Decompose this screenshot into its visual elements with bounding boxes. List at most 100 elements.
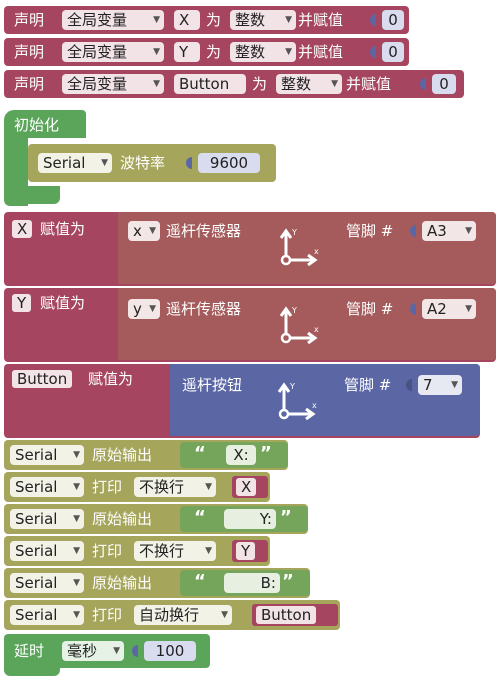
- joystick-icon: Y x: [279, 306, 319, 344]
- var-button-pill[interactable]: Button: [8, 368, 86, 390]
- quote-open-icon: “: [194, 571, 206, 592]
- delay-input[interactable]: 100: [144, 641, 196, 661]
- assign-label: 并赋值: [298, 43, 344, 61]
- text-block[interactable]: “ Y: ”: [180, 506, 308, 532]
- sensor-label: 遥杆传感器: [166, 300, 242, 318]
- var-y-pill[interactable]: Y: [8, 292, 38, 314]
- scope-dropdown[interactable]: 全局变量▼: [62, 42, 164, 62]
- pin-dropdown[interactable]: 7▼: [418, 375, 462, 395]
- newline-mode-dropdown[interactable]: 不换行▼: [134, 477, 216, 497]
- joy-y-label: Y: [289, 382, 295, 391]
- delay-block[interactable]: 延时 毫秒▼ 100: [4, 634, 210, 668]
- text-input[interactable]: X:: [226, 445, 256, 465]
- type-dropdown[interactable]: 整数▼: [276, 74, 342, 94]
- chevron-down-icon: ▼: [73, 450, 80, 460]
- var-x-pill[interactable]: X: [8, 218, 38, 240]
- value-input[interactable]: 0: [382, 10, 404, 30]
- pin-dropdown[interactable]: A3▼: [422, 221, 476, 241]
- serial-begin-block[interactable]: Serial▼ 波特率 9600: [28, 144, 276, 182]
- chevron-down-icon: ▼: [153, 15, 160, 25]
- serial-raw-block[interactable]: Serial▼ 原始输出 “ X: ”: [4, 440, 288, 470]
- value-input[interactable]: 0: [382, 42, 404, 62]
- delay-block-foot: [4, 664, 60, 676]
- input-notch: [186, 157, 192, 169]
- text-input[interactable]: B:: [224, 573, 280, 593]
- serial-print-block[interactable]: Serial▼ 打印 自动换行▼ Button: [4, 600, 340, 630]
- action-label: 打印: [92, 606, 123, 624]
- baud-input[interactable]: 9600: [198, 153, 260, 173]
- text-input[interactable]: Y:: [224, 509, 276, 529]
- action-label: 原始输出: [92, 574, 153, 592]
- chevron-down-icon: ▼: [451, 380, 458, 390]
- declare-block-button[interactable]: 声明 全局变量▼ Button 为 整数▼ 并赋值 0: [4, 70, 464, 98]
- scope-dropdown[interactable]: 全局变量▼: [62, 10, 164, 30]
- serial-port-dropdown[interactable]: Serial▼: [10, 445, 84, 465]
- delay-unit-dropdown[interactable]: 毫秒▼: [62, 641, 124, 661]
- declare-block-x[interactable]: 声明 全局变量▼ X 为 整数▼ 并赋值 0: [4, 6, 409, 34]
- as-label: 为: [206, 43, 222, 61]
- init-block[interactable]: 初始化: [4, 110, 86, 138]
- var-x-pill[interactable]: X: [232, 476, 268, 498]
- serial-port-dropdown[interactable]: Serial▼: [10, 605, 84, 625]
- value-input[interactable]: 0: [432, 74, 456, 94]
- joy-y-label: Y: [291, 306, 297, 315]
- type-dropdown[interactable]: 整数▼: [230, 10, 296, 30]
- quote-open-icon: “: [194, 507, 206, 528]
- chevron-down-icon: ▼: [331, 79, 338, 89]
- var-name-field[interactable]: X: [174, 10, 200, 30]
- var-button-pill[interactable]: Button: [252, 604, 338, 626]
- input-notch: [410, 225, 416, 237]
- joystick-icon: Y x: [279, 228, 319, 266]
- input-notch: [420, 78, 426, 90]
- as-label: 为: [206, 11, 222, 29]
- input-notch: [406, 379, 412, 391]
- action-label: 原始输出: [92, 446, 153, 464]
- quote-close-icon: ”: [282, 571, 294, 592]
- serial-raw-block[interactable]: Serial▼ 原始输出 “ B: ”: [4, 568, 310, 598]
- axis-dropdown[interactable]: x▼: [128, 221, 160, 241]
- declare-label: 声明: [14, 75, 45, 93]
- delay-label: 延时: [14, 642, 45, 660]
- serial-port-dropdown[interactable]: Serial▼: [10, 477, 84, 497]
- as-label: 为: [252, 75, 268, 93]
- serial-port-dropdown[interactable]: Serial▼: [38, 153, 112, 173]
- quote-close-icon: ”: [280, 507, 292, 528]
- init-label: 初始化: [14, 116, 60, 134]
- joystick-x-sensor[interactable]: x▼ 遥杆传感器 Y x 管脚 # A3▼: [118, 212, 496, 284]
- assign-label: 赋值为: [40, 220, 86, 238]
- pin-dropdown[interactable]: A2▼: [422, 299, 476, 319]
- declare-block-y[interactable]: 声明 全局变量▼ Y 为 整数▼ 并赋值 0: [4, 38, 409, 66]
- action-label: 打印: [92, 478, 123, 496]
- declare-label: 声明: [14, 11, 45, 29]
- chevron-down-icon: ▼: [73, 610, 80, 620]
- assign-label: 并赋值: [298, 11, 344, 29]
- chevron-down-icon: ▼: [73, 482, 80, 492]
- baud-label: 波特率: [120, 154, 166, 172]
- scope-dropdown[interactable]: 全局变量▼: [62, 74, 164, 94]
- serial-print-block[interactable]: Serial▼ 打印 不换行▼ X: [4, 472, 270, 502]
- axis-dropdown[interactable]: y▼: [128, 299, 160, 319]
- joy-x-label: x: [312, 401, 317, 410]
- assign-label: 赋值为: [40, 294, 86, 312]
- var-name-field[interactable]: Y: [174, 42, 200, 62]
- serial-print-block[interactable]: Serial▼ 打印 不换行▼ Y: [4, 536, 270, 566]
- serial-port-dropdown[interactable]: Serial▼: [10, 541, 84, 561]
- assign-label: 赋值为: [88, 370, 134, 388]
- serial-port-dropdown[interactable]: Serial▼: [10, 573, 84, 593]
- chevron-down-icon: ▼: [285, 15, 292, 25]
- type-dropdown[interactable]: 整数▼: [230, 42, 296, 62]
- serial-raw-block[interactable]: Serial▼ 原始输出 “ Y: ”: [4, 504, 308, 534]
- joystick-y-sensor[interactable]: y▼ 遥杆传感器 Y x 管脚 # A2▼: [118, 288, 496, 360]
- newline-mode-dropdown[interactable]: 自动换行▼: [134, 605, 232, 625]
- joystick-button-sensor[interactable]: 遥杆按钮 Y x 管脚 # 7▼: [170, 364, 480, 436]
- newline-mode-dropdown[interactable]: 不换行▼: [134, 541, 216, 561]
- action-label: 打印: [92, 542, 123, 560]
- sensor-label: 遥杆传感器: [166, 222, 242, 240]
- chevron-down-icon: ▼: [153, 79, 160, 89]
- text-block[interactable]: “ X: ”: [180, 442, 288, 468]
- var-name-field[interactable]: Button: [174, 74, 246, 94]
- serial-port-dropdown[interactable]: Serial▼: [10, 509, 84, 529]
- var-y-pill[interactable]: Y: [232, 540, 268, 562]
- input-notch: [132, 645, 138, 657]
- text-block[interactable]: “ B: ”: [180, 570, 310, 596]
